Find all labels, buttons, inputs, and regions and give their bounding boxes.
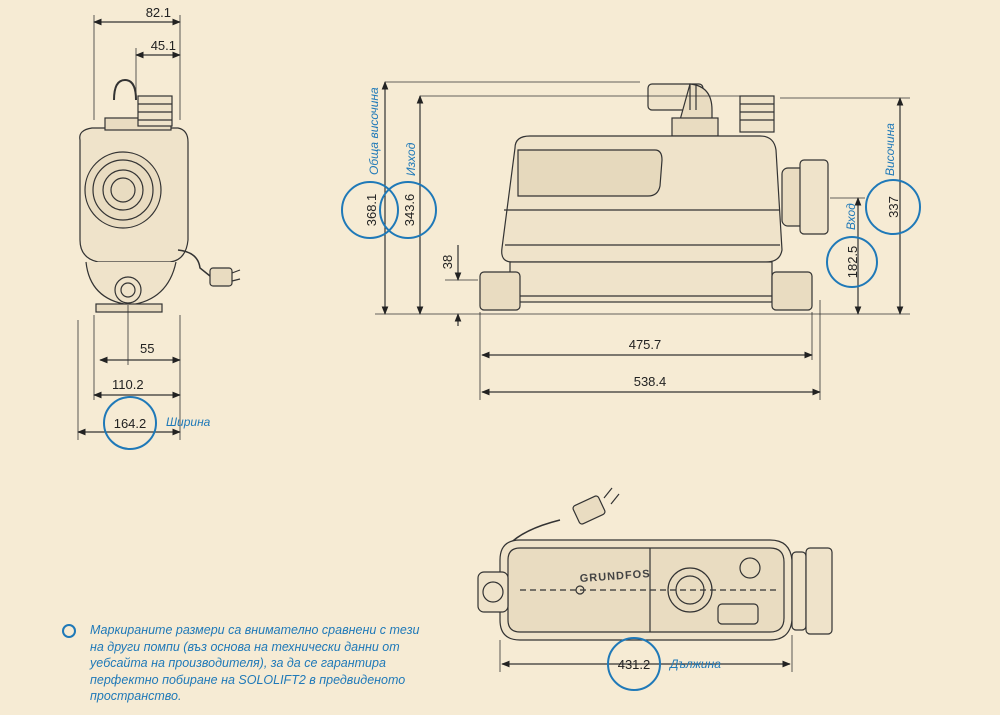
- label-height: Височина: [883, 123, 897, 176]
- dim-side-top: 82.1: [146, 5, 171, 20]
- label-outlet: Изход: [404, 142, 418, 176]
- front-view: [375, 81, 910, 400]
- note-circle-icon: [62, 624, 76, 638]
- outlet-height-highlight-circle: [379, 181, 437, 239]
- grundfos-logo: GRUNDFOS: [579, 568, 651, 585]
- highlight-note: Маркираните размери са внимателно сравне…: [90, 623, 420, 703]
- dim-inlet-height: 182.5: [845, 246, 860, 279]
- length-highlight-circle: [607, 637, 661, 691]
- dim-total-height: 368.1: [364, 194, 379, 227]
- label-length: Дължина: [668, 657, 721, 671]
- height-highlight-circle: [865, 179, 921, 235]
- dim-length: 431.2: [618, 657, 651, 672]
- dim-side-55: 55: [140, 341, 154, 356]
- width-highlight-circle: [103, 396, 157, 450]
- side-view: [77, 15, 241, 440]
- dim-outlet-height: 343.6: [402, 194, 417, 227]
- dim-side-110: 110.2: [112, 377, 144, 392]
- dim-side-pipe: 45.1: [151, 38, 176, 53]
- top-view: [477, 487, 833, 672]
- total-height-highlight-circle: [341, 181, 399, 239]
- label-inlet: Вход: [844, 203, 858, 230]
- dim-length-538: 538.4: [634, 374, 667, 389]
- inlet-highlight-circle: [826, 236, 878, 288]
- dim-base-height: 38: [440, 255, 455, 269]
- label-width: Ширина: [166, 415, 211, 429]
- dim-height: 337: [886, 196, 901, 218]
- dim-length-475: 475.7: [629, 337, 662, 352]
- label-total-height: Обща височина: [367, 87, 381, 175]
- dim-width: 164.2: [114, 416, 147, 431]
